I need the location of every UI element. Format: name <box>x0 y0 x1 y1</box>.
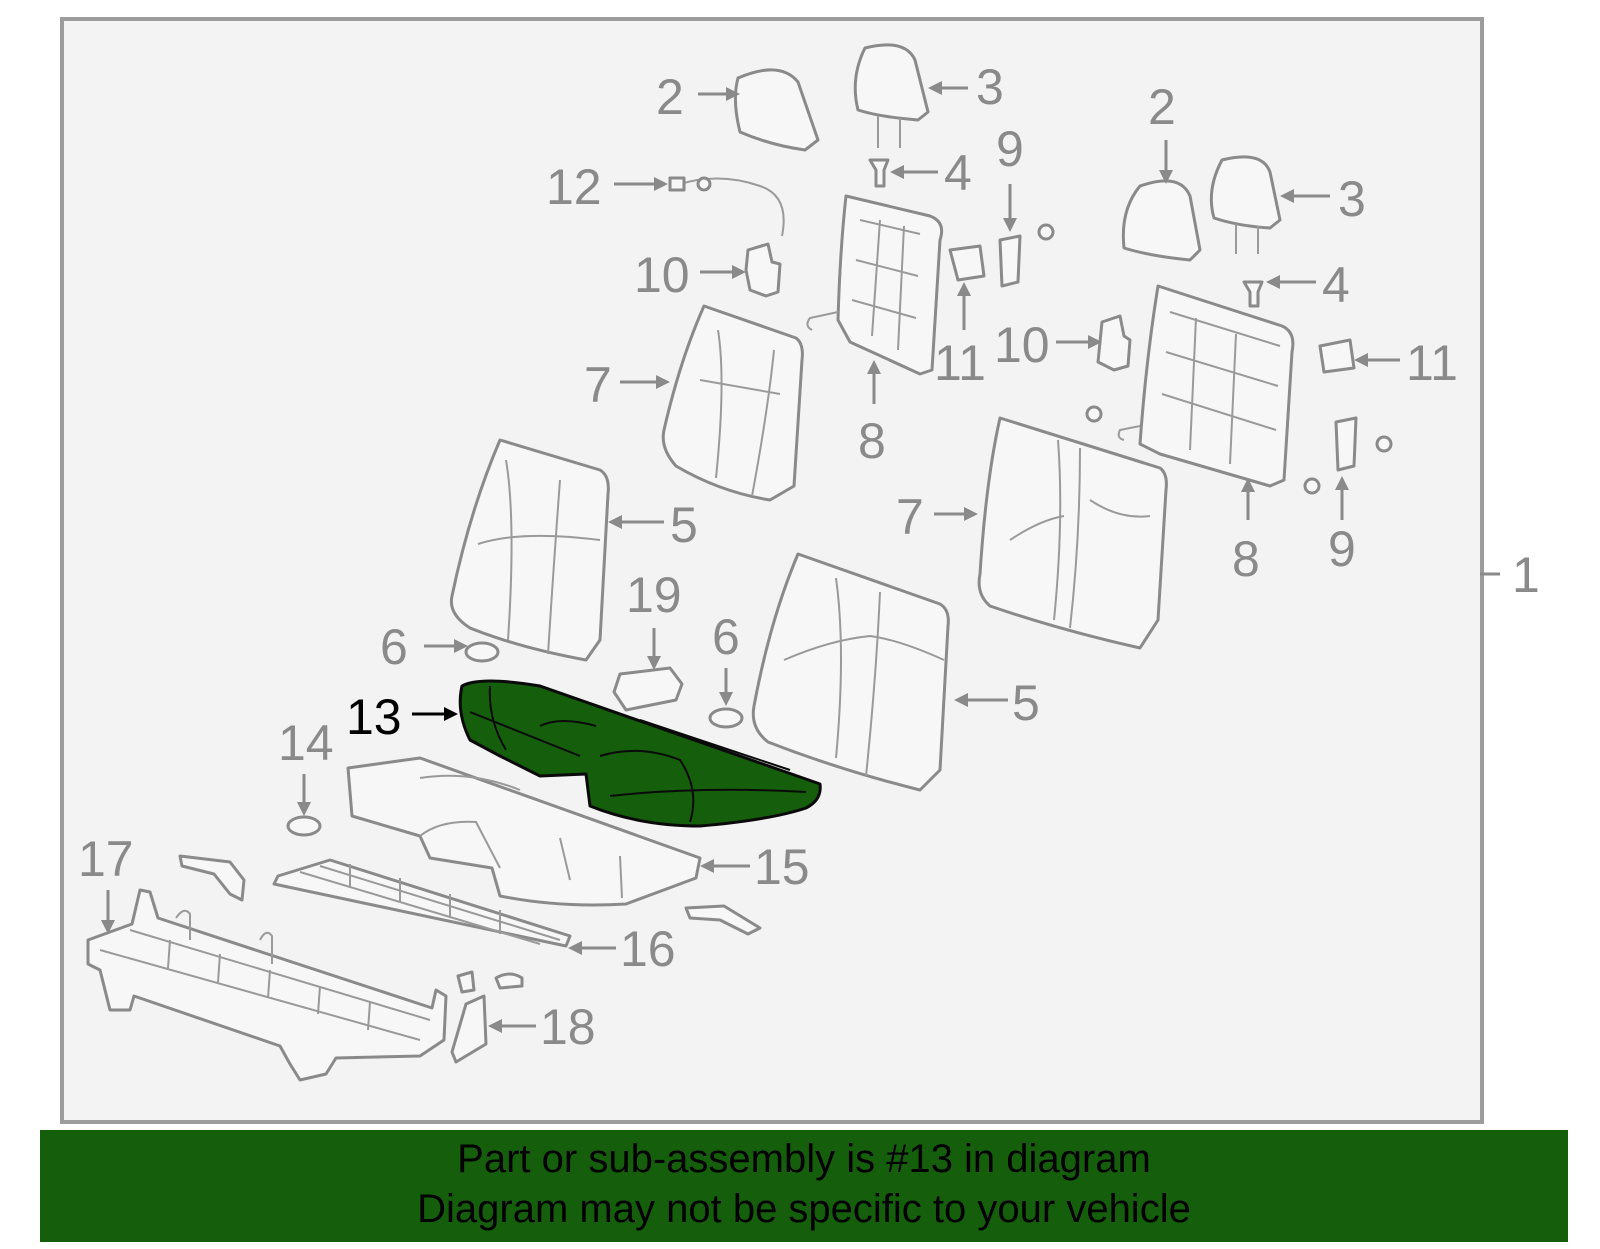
bracket-10-right <box>1096 314 1132 372</box>
callout-2-left: 2 <box>656 69 684 125</box>
info-banner: Part or sub-assembly is #13 in diagram D… <box>40 1130 1568 1242</box>
ring-6-left <box>464 641 500 663</box>
callout-3-right: 3 <box>1338 171 1366 227</box>
callout-5-right: 5 <box>1012 675 1040 731</box>
callout-14: 14 <box>278 715 334 771</box>
callout-arrows <box>101 81 1500 1033</box>
callout-13: 13 <box>346 689 402 745</box>
seatback-frame-right <box>1117 284 1295 488</box>
support-mesh-16 <box>272 858 572 948</box>
callout-4-right: 4 <box>1322 257 1350 313</box>
seatback-pad-7-left <box>661 304 804 502</box>
banner-line-1: Part or sub-assembly is #13 in diagram <box>457 1137 1151 1181</box>
callout-9-left: 9 <box>996 121 1024 177</box>
callout-11-right: 11 <box>1406 335 1458 391</box>
callout-17: 17 <box>78 831 134 887</box>
callout-9-right: 9 <box>1328 521 1356 577</box>
callout-8-right: 8 <box>1232 531 1260 587</box>
callout-19: 19 <box>626 567 682 623</box>
latch-11-right <box>1318 338 1356 374</box>
seat-frame-17 <box>86 888 448 1082</box>
seatback-pad-7-right <box>977 416 1168 650</box>
seatback-cover-5-right <box>751 552 950 792</box>
guide-clip-left <box>868 158 890 188</box>
bracket-right-mid <box>684 904 762 936</box>
headrest-left <box>853 43 930 148</box>
callout-5-left: 5 <box>670 497 698 553</box>
seatback-cover-5-left <box>449 438 610 662</box>
seat-cushion-pad-15 <box>346 756 702 907</box>
latch-11-left <box>948 244 986 282</box>
bracket-left-top <box>178 854 246 902</box>
callout-8-left: 8 <box>858 413 886 469</box>
callout-16: 16 <box>620 921 676 977</box>
guide-clip-right <box>1242 280 1264 308</box>
bracket-10-left <box>744 242 782 298</box>
callout-2-right: 2 <box>1148 79 1176 135</box>
ring-6-right <box>708 707 744 729</box>
hinge-9-left <box>998 223 1055 288</box>
seat-cushion-cover-13 <box>458 679 822 828</box>
callout-6-left: 6 <box>380 619 408 675</box>
callout-7-right: 7 <box>896 489 924 545</box>
pad-19 <box>612 666 684 712</box>
hinge-9-right <box>1085 405 1393 495</box>
callout-15: 15 <box>754 839 810 895</box>
hinge-cover-18 <box>450 994 488 1064</box>
headrest-right <box>1209 155 1282 254</box>
callout-7-left: 7 <box>584 357 612 413</box>
clip-pair <box>456 970 524 994</box>
headrest-right-center <box>1121 179 1202 262</box>
callout-1: 1 <box>1512 547 1540 603</box>
headrest-left-center <box>733 68 820 152</box>
callout-10-right: 10 <box>994 317 1050 373</box>
cable-assembly <box>668 176 785 237</box>
callout-4-left: 4 <box>944 145 972 201</box>
callout-6-right: 6 <box>712 609 740 665</box>
callout-12: 12 <box>546 159 602 215</box>
callout-10-left: 10 <box>634 247 690 303</box>
ring-14 <box>286 815 322 837</box>
callout-11-left: 11 <box>934 335 986 391</box>
banner-line-2: Diagram may not be specific to your vehi… <box>417 1187 1191 1231</box>
seatback-frame-left <box>806 194 944 376</box>
callout-3-left: 3 <box>976 59 1004 115</box>
callout-18: 18 <box>540 999 596 1055</box>
